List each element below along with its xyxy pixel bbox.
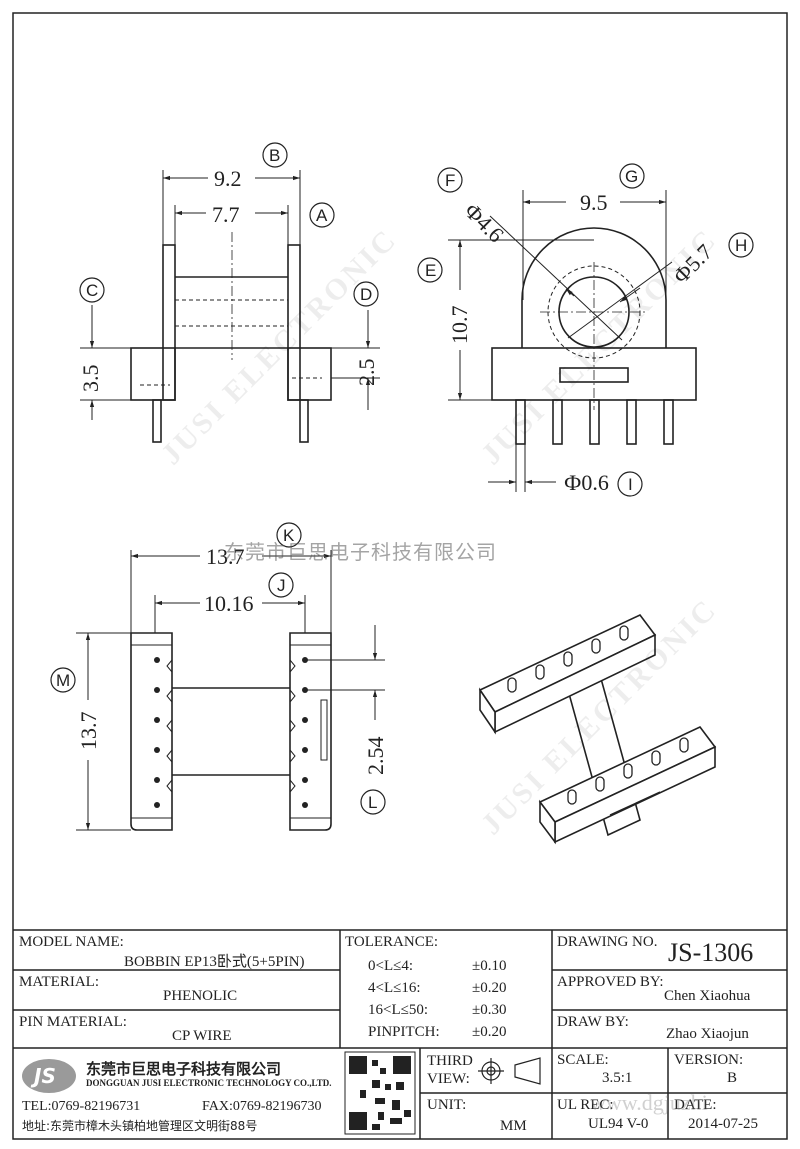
- sheet-border: [12, 12, 788, 1140]
- dim-j-text: 10.16: [204, 591, 254, 616]
- tolerance-label: TOLERANCE:: [345, 934, 439, 950]
- label-e: E: [425, 261, 436, 280]
- scale-label: SCALE:: [557, 1052, 609, 1068]
- company-address: 地址:东莞市樟木头镇柏地管理区文明街88号: [22, 1119, 258, 1133]
- label-k: K: [283, 526, 295, 545]
- label-d: D: [360, 285, 372, 304]
- tolerance-row-1-range: 0<L≤4:: [368, 958, 414, 974]
- dim-e-text: 10.7: [447, 306, 472, 345]
- drawing-no-value: JS-1306: [668, 938, 754, 967]
- label-b: B: [269, 146, 280, 165]
- material-value: PHENOLIC: [163, 988, 238, 1004]
- company-fax: FAX:0769-82196730: [202, 1099, 322, 1114]
- draw-by-label: DRAW BY:: [557, 1014, 629, 1030]
- date-value: 2014-07-25: [688, 1116, 758, 1132]
- side-view-dims: 9.2 7.7 3.5 2.5: [78, 166, 379, 392]
- top-view-dims: 13.7 10.16 13.7 2.54: [76, 544, 388, 775]
- tolerance-row-2-range: 4<L≤16:: [368, 980, 421, 996]
- label-m: M: [56, 671, 70, 690]
- unit-label: UNIT:: [427, 1097, 467, 1113]
- tolerance-row-3-value: ±0.30: [472, 1002, 507, 1018]
- label-h: H: [735, 236, 747, 255]
- tolerance-row-1-value: ±0.10: [472, 958, 507, 974]
- dim-l-text: 2.54: [363, 737, 388, 776]
- draw-by-value: Zhao Xiaojun: [666, 1026, 749, 1042]
- company-tel: TEL:0769-82196731: [22, 1099, 141, 1114]
- dim-m-text: 13.7: [76, 712, 101, 751]
- version-label: VERSION:: [674, 1052, 744, 1068]
- watermark-company-cn: 东莞市巨思电子科技有限公司: [224, 540, 497, 564]
- top-view: [76, 550, 385, 831]
- ul-rec-value: UL94 V-0: [588, 1116, 649, 1132]
- material-label: MATERIAL:: [19, 974, 99, 990]
- front-view: [448, 190, 697, 492]
- approved-by-label: APPROVED BY:: [557, 974, 664, 990]
- drawing-no-label: DRAWING NO.: [557, 934, 658, 950]
- dim-a-text: 7.7: [212, 202, 240, 227]
- approved-by-value: Chen Xiaohua: [664, 988, 751, 1004]
- label-a: A: [316, 206, 328, 225]
- tolerance-row-2-value: ±0.20: [472, 980, 507, 996]
- label-f: F: [445, 171, 455, 190]
- version-value: B: [727, 1070, 738, 1086]
- company-name-cn: 东莞市巨思电子科技有限公司: [86, 1060, 282, 1078]
- dim-d-text: 2.5: [354, 359, 379, 387]
- pin-material-label: PIN MATERIAL:: [19, 1014, 127, 1030]
- label-i: I: [628, 475, 633, 494]
- top-view-labels: K J M L: [50, 522, 386, 815]
- front-view-labels: F G H E I: [417, 163, 754, 497]
- dim-g-text: 9.5: [580, 190, 608, 215]
- company-name-en: DONGGUAN JUSI ELECTRONIC TECHNOLOGY CO.,…: [86, 1078, 332, 1088]
- unit-value: MM: [500, 1118, 527, 1134]
- pin-material-value: CP WIRE: [172, 1028, 232, 1044]
- ul-rec-label: UL REC:: [557, 1097, 614, 1113]
- website-watermark: www.dgjuzhi: [590, 1090, 708, 1115]
- dim-i-text: Ф0.6: [564, 470, 609, 495]
- third-view-label: THIRD VIEW:: [427, 1053, 473, 1087]
- dim-k-text: 13.7: [206, 544, 245, 569]
- isometric-view: [478, 613, 717, 845]
- side-view-labels: B A C D: [79, 142, 379, 307]
- side-view: [80, 170, 380, 443]
- date-label: DATE:: [674, 1097, 717, 1113]
- label-l: L: [368, 793, 377, 812]
- label-c: C: [86, 281, 98, 300]
- model-name-label: MODEL NAME:: [19, 934, 124, 950]
- tolerance-row-4-value: ±0.20: [472, 1024, 507, 1040]
- tolerance-row-4-range: PINPITCH:: [368, 1024, 440, 1040]
- scale-value: 3.5:1: [602, 1070, 633, 1086]
- model-name-value: BOBBIN EP13卧式(5+5PIN): [124, 954, 305, 970]
- tolerance-row-3-range: 16<L≤50:: [368, 1002, 429, 1018]
- company-logo: JS: [34, 1064, 56, 1088]
- label-j: J: [277, 576, 286, 595]
- label-g: G: [625, 167, 638, 186]
- dim-b-text: 9.2: [214, 166, 242, 191]
- dim-c-text: 3.5: [78, 365, 103, 393]
